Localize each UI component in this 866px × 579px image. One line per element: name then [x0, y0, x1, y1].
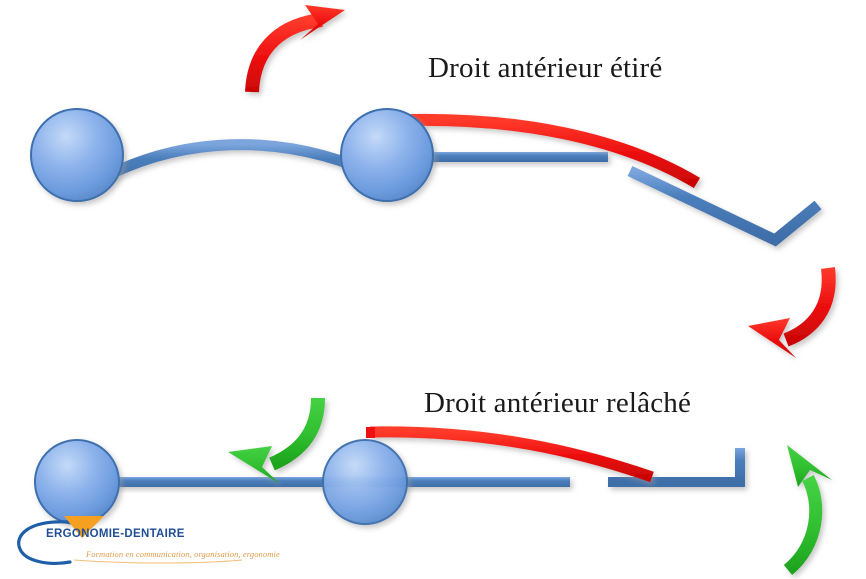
muscle-band-bottom [369, 426, 654, 483]
row-stretched [30, 5, 836, 358]
sphere-bottom-left [34, 439, 120, 525]
logo-swoosh-icon [17, 520, 72, 565]
logo-title: ERGONOMIE-DENTAIRE [46, 528, 185, 540]
arrow-green-up-left [783, 445, 832, 575]
bar-segment-top-mid [370, 152, 608, 162]
bar-segment-top-right-v [627, 166, 822, 247]
sphere-bottom-mid [322, 439, 408, 525]
row-relaxed [34, 397, 832, 575]
arc-segment-top-left [92, 139, 373, 187]
sphere-top-mid [340, 108, 434, 202]
logo-graphic [17, 516, 243, 565]
arrow-red-up-right [245, 5, 345, 93]
ergonomie-dentaire-logo: ERGONOMIE-DENTAIRE Formation en communic… [8, 516, 280, 572]
muscle-anchor-bottom [366, 427, 375, 438]
arrow-red-down-left [748, 267, 836, 358]
bar-segment-bottom-right [608, 448, 745, 487]
logo-tagline: Formation en communication, organisation… [86, 549, 280, 559]
logo-underline-icon [73, 559, 243, 564]
caption-stretched: Droit antérieur étiré [428, 52, 663, 84]
muscle-band-top [379, 113, 701, 189]
arrow-green-down-left [228, 397, 325, 484]
caption-relaxed: Droit antérieur relâché [424, 387, 692, 419]
sphere-top-left [30, 108, 124, 202]
logo-triangle-icon [64, 516, 104, 538]
